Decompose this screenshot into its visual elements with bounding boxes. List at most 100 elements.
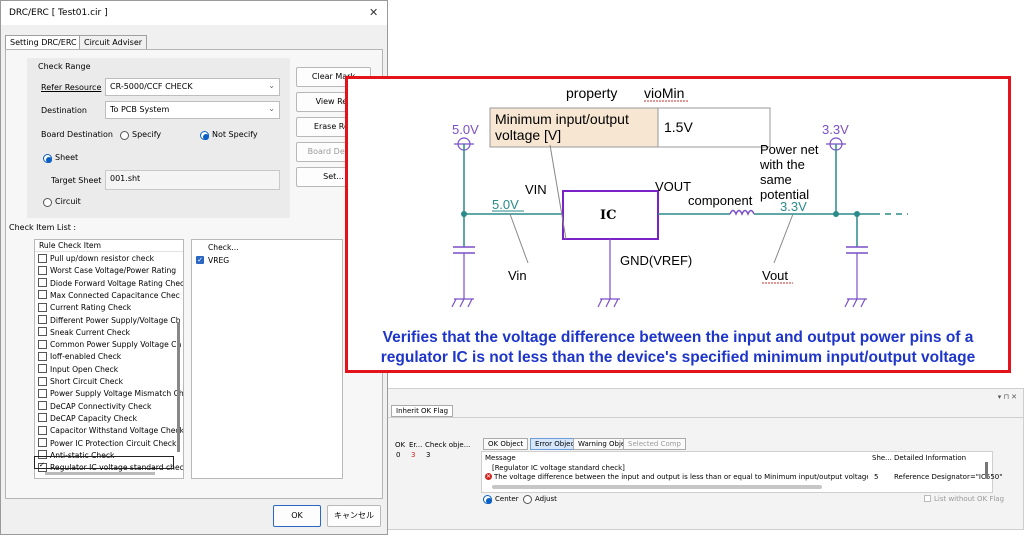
refer-resource-label: Refer Resource [41, 83, 102, 92]
rule-checkbox[interactable] [38, 339, 47, 349]
divider [341, 417, 1024, 418]
rule-checkbox[interactable] [38, 388, 47, 398]
message-header: Message [485, 454, 516, 462]
results-panel: ▾ ⊓ ✕ Inherit OK Flag OK Er... Check obj… [340, 388, 1024, 530]
rule-checkbox[interactable] [38, 315, 47, 324]
cancel-button[interactable]: キャンセル [327, 505, 381, 527]
rule-checkbox[interactable] [38, 401, 47, 411]
chevron-down-icon: ⌄ [268, 104, 275, 113]
center-radio[interactable] [483, 495, 492, 504]
rule-item[interactable]: DeCAP Connectivity Check [38, 401, 151, 412]
rule-label: Regulator IC voltage standard chec [50, 463, 184, 473]
error-detail[interactable]: Reference Designator="IC550" [894, 473, 1003, 481]
check-range-label: Check Range [38, 62, 91, 71]
list-scrollbar[interactable] [177, 322, 180, 452]
error-icon: ✕ [485, 473, 492, 480]
rule-item[interactable]: Diode Forward Voltage Rating Chec [38, 278, 183, 289]
rule-item[interactable]: Worst Case Voltage/Power Rating [38, 265, 177, 276]
close-icon[interactable]: ✕ [369, 6, 379, 19]
rule-checkbox[interactable] [38, 253, 47, 263]
caption-line2: regulator IC is not less than the device… [380, 349, 976, 366]
rule-checkbox[interactable] [38, 461, 47, 472]
destination-select[interactable]: To PCB System ⌄ [105, 101, 280, 119]
specify-label: Specify [132, 130, 162, 139]
rule-item[interactable]: Regulator IC voltage standard chec [38, 461, 184, 473]
tab-selected-comp[interactable]: Selected Comp [623, 438, 687, 450]
rule-item[interactable]: Input Open Check [38, 364, 119, 375]
rule-label: Different Power Supply/Voltage Ch [50, 315, 181, 325]
rule-item[interactable]: Pull up/down resistor check [38, 253, 154, 264]
vout-pin-label: VOUT [655, 179, 691, 194]
vertical-scrollbar[interactable] [985, 462, 988, 478]
tab-ok-object[interactable]: OK Object [483, 438, 529, 450]
power-net-line3: same [760, 172, 792, 187]
sheet-radio[interactable] [43, 154, 52, 163]
rule-header: Rule Check Item [35, 240, 183, 252]
vin-label: Vin [508, 268, 527, 283]
rule-checkbox[interactable] [38, 376, 47, 386]
rule-item[interactable]: Common Power Supply Voltage Ch [38, 339, 181, 350]
rule-header-label: Rule Check Item [39, 241, 102, 250]
circuit-radio[interactable] [43, 198, 52, 207]
rule-item[interactable]: Short Circuit Check [38, 376, 123, 387]
not-specify-radio[interactable] [200, 131, 209, 140]
ic-label: IC [600, 208, 616, 223]
tab-circuit-adviser[interactable]: Circuit Adviser [79, 35, 148, 50]
inherit-ok-flag-tab[interactable]: Inherit OK Flag [391, 405, 454, 417]
rule-item[interactable]: Sneak Current Check [38, 327, 130, 338]
error-sheet[interactable]: 5 [874, 473, 879, 481]
rule-item[interactable]: Current Rating Check [38, 302, 132, 313]
rule-checkbox[interactable] [38, 278, 47, 288]
target-sheet-value: 001.sht [110, 174, 141, 183]
list-without-ok-checkbox[interactable] [924, 495, 931, 502]
summary-check-count: 3 [426, 451, 431, 459]
rule-label: Max Connected Capacitance Chec [50, 290, 180, 300]
horizontal-scrollbar[interactable] [492, 485, 822, 489]
rule-checkbox[interactable] [38, 265, 47, 275]
rule-item[interactable]: Power IC Protection Circuit Check [38, 438, 177, 449]
adjust-radio[interactable] [523, 495, 532, 504]
sheet-label: Sheet [55, 153, 79, 162]
rule-label: Power IC Protection Circuit Check [50, 438, 177, 448]
rule-checkbox[interactable] [38, 290, 47, 300]
vreg-checkbox[interactable]: ✓ [196, 256, 204, 264]
drc-erc-dialog: DRC/ERC [ Test01.cir ] ✕ Setting DRC/ERC… [0, 0, 388, 535]
rule-label: Input Open Check [50, 364, 119, 374]
panel-window-controls[interactable]: ▾ ⊓ ✕ [997, 393, 1017, 401]
pointer-line [549, 144, 567, 240]
rule-label: Ioff-enabled Check [50, 352, 122, 362]
rule-label: DeCAP Capacity Check [50, 413, 137, 423]
message-table: Message She... Detailed Information [Reg… [481, 451, 1002, 493]
rule-label: Worst Case Voltage/Power Rating [50, 266, 177, 276]
rule-label: Power Supply Voltage Mismatch Ch [50, 389, 184, 399]
error-message[interactable]: The voltage difference between the input… [494, 473, 868, 481]
specify-radio[interactable] [120, 131, 129, 140]
tab-setting-drc-erc[interactable]: Setting DRC/ERC [5, 35, 82, 49]
rule-checkbox[interactable] [38, 327, 47, 337]
rule-checkbox[interactable] [38, 413, 47, 423]
rule-checkbox[interactable] [38, 425, 47, 435]
rule-checkbox[interactable] [38, 302, 47, 312]
target-sheet-field[interactable]: 001.sht [105, 170, 280, 190]
refer-resource-select[interactable]: CR-5000/CCF CHECK ⌄ [105, 78, 280, 96]
param-label-line1: Minimum input/output [495, 111, 629, 127]
rule-checkbox[interactable] [38, 351, 47, 361]
rule-item[interactable]: Ioff-enabled Check [38, 351, 122, 362]
dialog-title: DRC/ERC [ Test01.cir ] [9, 8, 108, 18]
rule-checkbox[interactable] [38, 438, 47, 447]
power-net-line4: potential [760, 187, 809, 202]
destination-value: To PCB System [110, 105, 170, 114]
rule-item[interactable]: DeCAP Capacity Check [38, 413, 137, 424]
rule-item[interactable]: Max Connected Capacitance Chec [38, 290, 180, 301]
rule-item[interactable]: Power Supply Voltage Mismatch Ch [38, 388, 184, 399]
list-hscrollbar[interactable] [45, 472, 155, 475]
rule-item[interactable]: Capacitor Withstand Voltage Check [38, 425, 183, 436]
rule-label: Current Rating Check [50, 303, 132, 313]
param-label-cell [489, 107, 659, 148]
rule-checkbox[interactable] [38, 364, 47, 374]
pointer-line [509, 213, 529, 264]
ok-button[interactable]: OK [273, 505, 321, 527]
rule-item[interactable]: Different Power Supply/Voltage Ch [38, 315, 181, 326]
rule-checkbox[interactable] [38, 450, 47, 460]
rule-item[interactable]: Anti-static Check [38, 450, 114, 461]
